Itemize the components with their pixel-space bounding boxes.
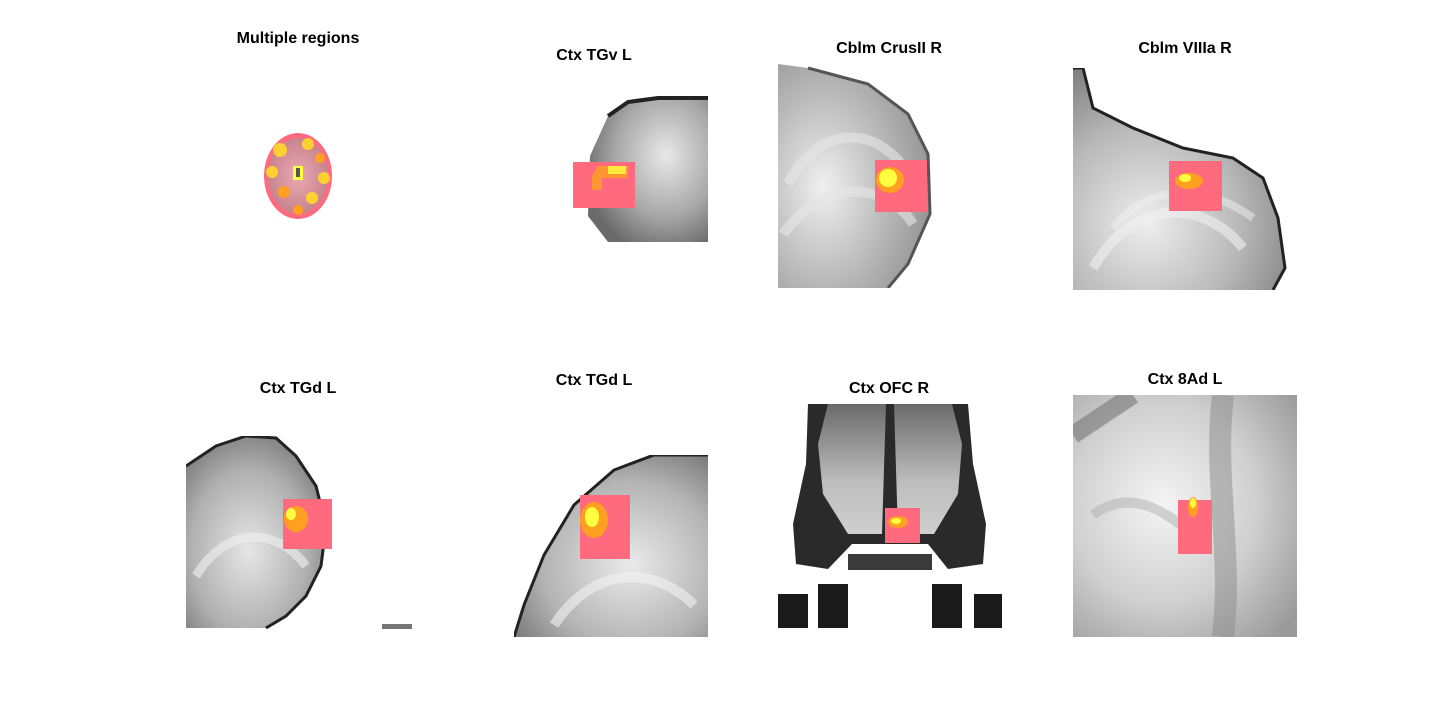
brain-slice-ctx-tgv-l bbox=[568, 96, 708, 242]
brain-slice-cblm-crusii-r bbox=[778, 64, 1002, 288]
panel-title-ctx-tgd-l-1: Ctx TGd L bbox=[259, 380, 337, 397]
brain-slice-ctx-tgd-l-2 bbox=[514, 455, 708, 637]
brain-slice-ctx-ofc-r bbox=[778, 404, 1002, 628]
panel-title-ctx-tgd-l-2: Ctx TGd L bbox=[555, 372, 633, 389]
brain-slice-cblm-viiia-r bbox=[1073, 68, 1287, 290]
panel-title-ctx-ofc-r: Ctx OFC R bbox=[849, 380, 929, 397]
brain-slice-multiple-regions bbox=[258, 128, 342, 224]
panel-title-cblm-viiia-r: Cblm VIIIa R bbox=[1138, 40, 1232, 57]
brain-slice-ctx-8ad-l bbox=[1073, 395, 1297, 637]
panel-title-ctx-8ad-l: Ctx 8Ad L bbox=[1147, 371, 1223, 388]
panel-title-multiple-regions: Multiple regions bbox=[236, 30, 360, 47]
brain-slice-ctx-tgd-l-1 bbox=[186, 436, 412, 630]
panel-title-ctx-tgv-l: Ctx TGv L bbox=[556, 47, 632, 64]
panel-title-cblm-crusii-r: Cblm CrusII R bbox=[836, 40, 942, 57]
